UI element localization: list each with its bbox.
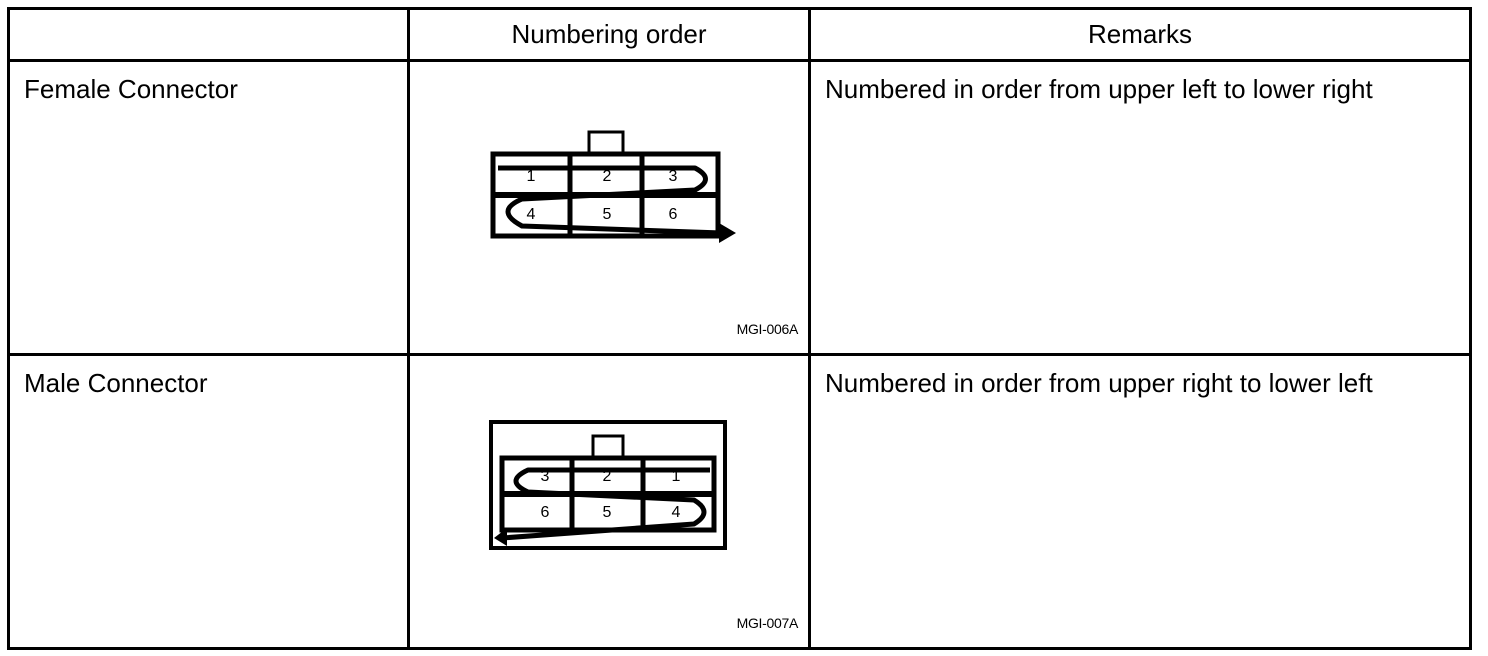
connector-numbering-table: Numbering order Remarks Female Connector… (7, 7, 1472, 650)
table-row: Female Connector 1 2 3 4 5 6 (7, 59, 1472, 356)
pin-number: 1 (527, 168, 536, 185)
pin-number: 4 (672, 504, 681, 521)
table-row: Male Connector 3 2 1 6 5 (7, 353, 1472, 650)
pin-number: 2 (603, 168, 612, 185)
pin-number: 5 (603, 206, 612, 223)
pin-number: 4 (527, 206, 536, 223)
connector-type-label: Male Connector (7, 353, 410, 650)
pin-number: 6 (541, 504, 550, 521)
pin-number: 1 (672, 468, 681, 485)
male-connector-figure: 3 2 1 6 5 4 MGI-007A (407, 353, 811, 650)
connector-type-label: Female Connector (7, 59, 410, 356)
remark-text: Numbered in order from upper left to low… (808, 59, 1472, 356)
male-connector-diagram: 3 2 1 6 5 4 (489, 420, 727, 550)
remark-text: Numbered in order from upper right to lo… (808, 353, 1472, 650)
pin-number: 6 (669, 206, 678, 223)
pin-number: 3 (541, 468, 550, 485)
header-remarks: Remarks (808, 7, 1472, 62)
pin-number: 3 (669, 168, 678, 185)
header-empty (7, 7, 410, 62)
header-numbering-order: Numbering order (407, 7, 811, 62)
figure-code: MGI-006A (736, 321, 799, 337)
figure-code: MGI-007A (736, 615, 799, 631)
pin-number: 2 (603, 468, 612, 485)
female-connector-figure: 1 2 3 4 5 6 MGI-006A (407, 59, 811, 356)
pin-number: 5 (603, 504, 612, 521)
header-row: Numbering order Remarks (7, 7, 1472, 62)
female-connector-diagram: 1 2 3 4 5 6 (490, 130, 736, 243)
